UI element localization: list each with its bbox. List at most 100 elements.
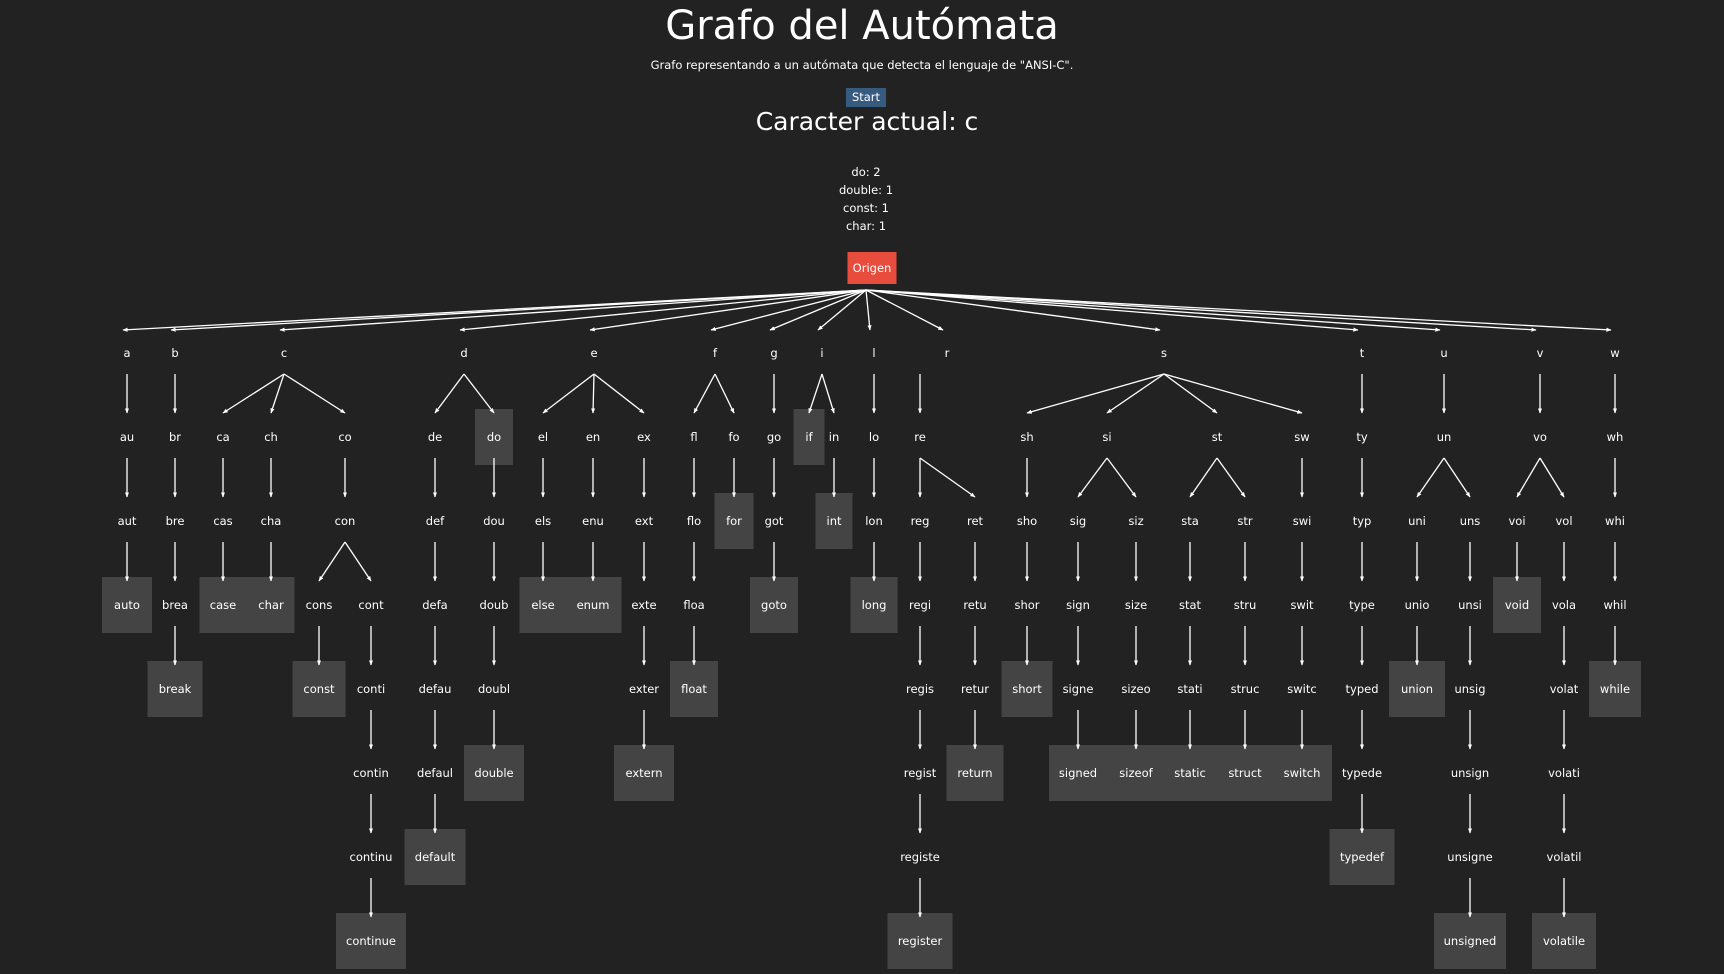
state-node[interactable]: siz xyxy=(1128,514,1144,528)
state-node[interactable]: cha xyxy=(260,514,282,528)
state-node[interactable]: voi xyxy=(1508,514,1526,528)
state-node[interactable]: floa xyxy=(683,598,705,612)
state-node[interactable]: contin xyxy=(353,766,389,780)
state-node[interactable]: s xyxy=(1161,346,1167,360)
final-state-node[interactable]: float xyxy=(681,682,707,696)
state-node[interactable]: stru xyxy=(1233,598,1257,612)
final-state-node[interactable]: typedef xyxy=(1339,850,1385,864)
final-state-node[interactable]: register xyxy=(897,934,943,948)
state-node[interactable]: br xyxy=(168,430,182,444)
state-node[interactable]: vo xyxy=(1533,430,1547,444)
state-node[interactable]: regi xyxy=(908,598,932,612)
state-node[interactable]: a xyxy=(123,346,131,360)
state-node[interactable]: r xyxy=(944,346,950,360)
origin-node[interactable]: Origen xyxy=(847,252,897,284)
state-node[interactable]: si xyxy=(1102,430,1112,444)
state-node[interactable]: f xyxy=(712,346,718,360)
state-node[interactable]: defaul xyxy=(417,766,453,780)
state-node[interactable]: ty xyxy=(1356,430,1368,444)
state-node[interactable]: sho xyxy=(1016,514,1038,528)
state-node[interactable]: sig xyxy=(1069,514,1087,528)
state-node[interactable]: defa xyxy=(422,598,448,612)
state-node[interactable]: in xyxy=(828,430,840,444)
state-node[interactable]: fo xyxy=(728,430,740,444)
state-node[interactable]: uni xyxy=(1408,514,1426,528)
state-node[interactable]: lo xyxy=(868,430,880,444)
state-node[interactable]: bre xyxy=(165,514,185,528)
state-node[interactable]: un xyxy=(1436,430,1452,444)
final-state-node[interactable]: unsigned xyxy=(1443,934,1497,948)
state-node[interactable]: uns xyxy=(1459,514,1481,528)
state-node[interactable]: en xyxy=(585,430,601,444)
state-node[interactable]: str xyxy=(1237,514,1253,528)
state-node[interactable]: volatil xyxy=(1546,850,1582,864)
state-node[interactable]: exter xyxy=(629,682,659,696)
state-node[interactable]: ext xyxy=(634,514,654,528)
state-node[interactable]: vola xyxy=(1551,598,1577,612)
start-button[interactable]: Start xyxy=(846,88,886,107)
state-node[interactable]: typede xyxy=(1341,766,1383,780)
state-node[interactable]: sign xyxy=(1066,598,1090,612)
state-node[interactable]: fl xyxy=(690,430,698,444)
state-node[interactable]: reg xyxy=(910,514,930,528)
state-node[interactable]: stati xyxy=(1177,682,1203,696)
final-state-node[interactable]: goto xyxy=(761,598,787,612)
final-state-node[interactable]: return xyxy=(957,766,993,780)
state-node[interactable]: unsign xyxy=(1450,766,1490,780)
state-node[interactable]: sh xyxy=(1020,430,1034,444)
final-state-node[interactable]: do xyxy=(486,430,502,444)
state-node[interactable]: regist xyxy=(903,766,937,780)
state-node[interactable]: i xyxy=(820,346,824,360)
state-node[interactable]: unio xyxy=(1404,598,1430,612)
state-node[interactable]: volati xyxy=(1548,766,1580,780)
state-node[interactable]: whil xyxy=(1603,598,1627,612)
state-node[interactable]: ret xyxy=(966,514,984,528)
final-state-node[interactable]: const xyxy=(303,682,335,696)
final-state-node[interactable]: double xyxy=(474,766,514,780)
final-state-node[interactable]: short xyxy=(1012,682,1042,696)
state-node[interactable]: swi xyxy=(1292,514,1312,528)
state-node[interactable]: l xyxy=(872,346,876,360)
state-node[interactable]: cont xyxy=(358,598,384,612)
state-node[interactable]: shor xyxy=(1014,598,1040,612)
state-node[interactable]: cas xyxy=(213,514,233,528)
state-node[interactable]: brea xyxy=(162,598,188,612)
state-node[interactable]: stat xyxy=(1178,598,1202,612)
state-node[interactable]: con xyxy=(334,514,356,528)
state-node[interactable]: aut xyxy=(117,514,137,528)
state-node[interactable]: doubl xyxy=(477,682,511,696)
final-state-node[interactable]: continue xyxy=(345,934,397,948)
state-node[interactable]: sw xyxy=(1294,430,1310,444)
final-state-node[interactable]: if xyxy=(805,430,813,444)
final-state-node[interactable]: void xyxy=(1504,598,1530,612)
state-node[interactable]: retu xyxy=(963,598,987,612)
final-state-node[interactable]: int xyxy=(826,514,842,528)
final-state-node[interactable]: case xyxy=(209,598,237,612)
final-state-node[interactable]: char xyxy=(258,598,284,612)
final-state-node[interactable]: default xyxy=(414,850,456,864)
final-state-node[interactable]: else xyxy=(531,598,555,612)
state-node[interactable]: ex xyxy=(637,430,651,444)
state-node[interactable]: whi xyxy=(1605,514,1625,528)
state-node[interactable]: cons xyxy=(305,598,333,612)
state-node[interactable]: switc xyxy=(1287,682,1317,696)
state-node[interactable]: continu xyxy=(349,850,393,864)
state-node[interactable]: flo xyxy=(686,514,702,528)
state-node[interactable]: w xyxy=(1610,346,1620,360)
final-state-node[interactable]: auto xyxy=(114,598,140,612)
state-node[interactable]: wh xyxy=(1606,430,1624,444)
state-node[interactable]: de xyxy=(427,430,443,444)
state-node[interactable]: el xyxy=(537,430,549,444)
state-node[interactable]: retur xyxy=(960,682,990,696)
state-node[interactable]: got xyxy=(764,514,784,528)
state-node[interactable]: struc xyxy=(1230,682,1260,696)
state-node[interactable]: unsigne xyxy=(1447,850,1493,864)
state-node[interactable]: unsi xyxy=(1458,598,1482,612)
state-node[interactable]: go xyxy=(766,430,782,444)
state-node[interactable]: swit xyxy=(1290,598,1314,612)
state-node[interactable]: volat xyxy=(1549,682,1579,696)
final-state-node[interactable]: enum xyxy=(576,598,610,612)
final-state-node[interactable]: break xyxy=(158,682,192,696)
state-node[interactable]: co xyxy=(338,430,352,444)
final-state-node[interactable]: switch xyxy=(1283,766,1321,780)
